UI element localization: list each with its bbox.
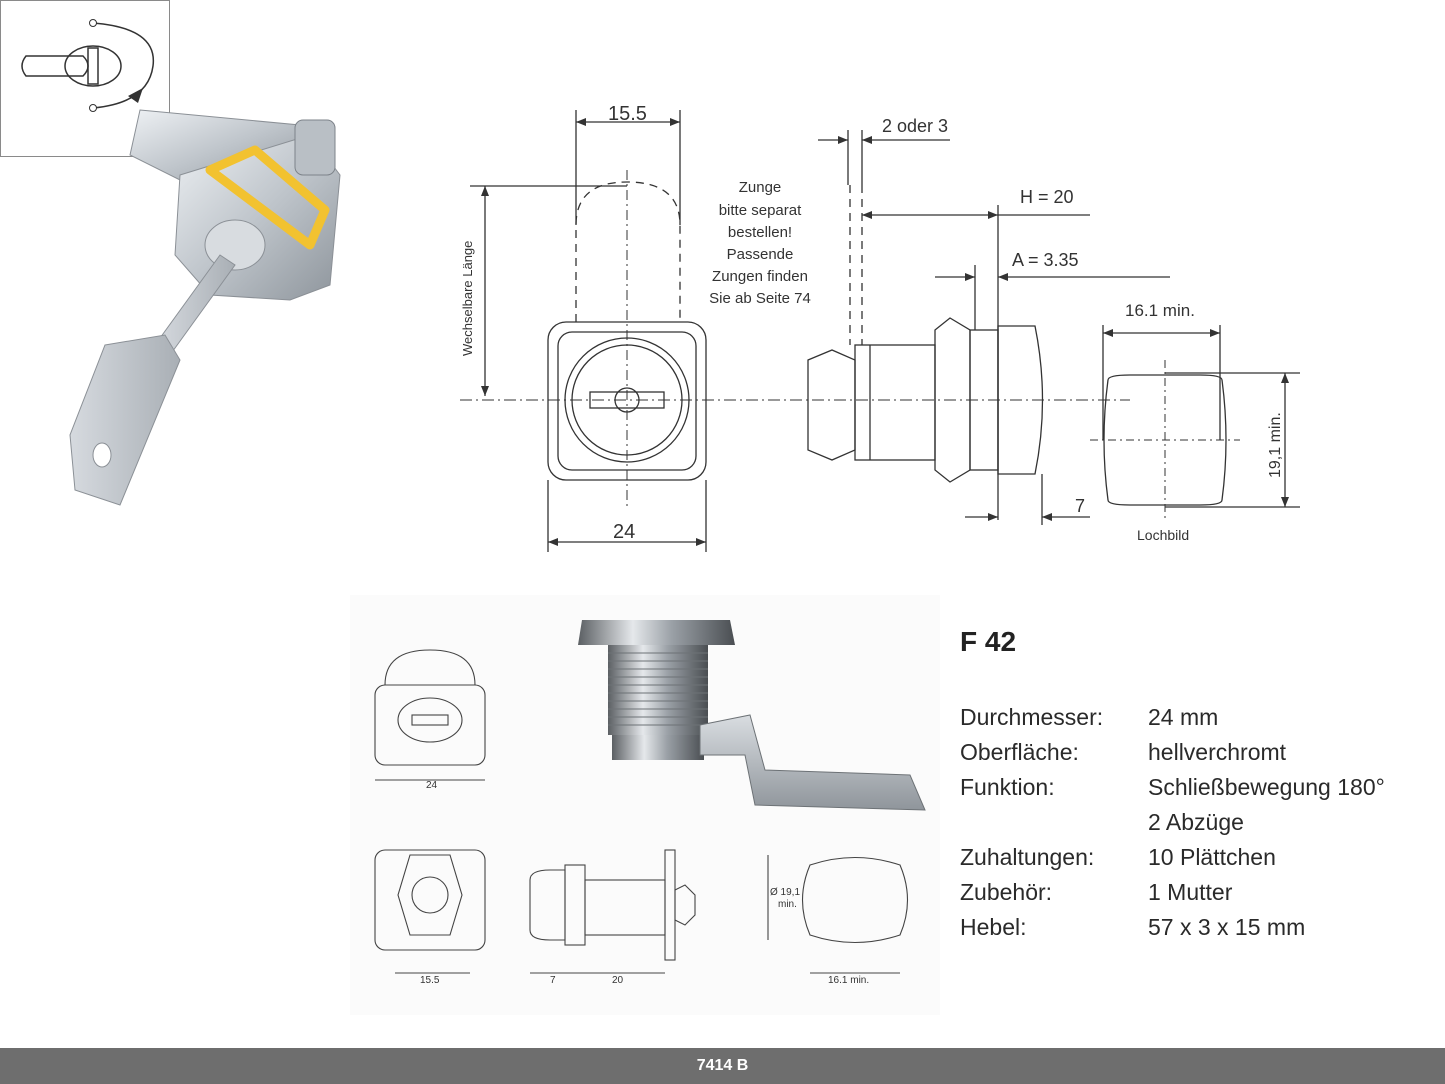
spec-label-tumblers: Zuhaltungen: [960, 844, 1095, 870]
side-label: Wechselbare Länge [460, 241, 475, 356]
note-line-1: Zunge [739, 179, 782, 196]
small-bottom-dim-left: 15.5 [420, 975, 440, 986]
spec-value-lever: 57 x 3 x 15 mm [1148, 914, 1306, 940]
spec-label-surface: Oberfläche: [960, 739, 1079, 765]
product-panel: 24 15.5 7 20 Ø 19,1 min. 16.1 min. [350, 595, 940, 1015]
badge-code: 7414 B [0, 1048, 1445, 1084]
hole-height-dim: 19,1 min. [1267, 412, 1284, 478]
spec-value-function-extra: 2 Abzüge [1148, 809, 1244, 835]
note-line-5: Zungen finden [712, 268, 808, 285]
lock-illustration [69, 109, 341, 506]
small-hole-diameter: Ø 19,1 [770, 887, 800, 898]
technical-drawing: 15.5 24 2 oder 3 H = 20 A = 3.35 7 16.1 … [460, 103, 1300, 552]
small-front-dim: 24 [426, 780, 438, 791]
dim-bottom-width: 24 [613, 521, 635, 543]
dim-h: H = 20 [1020, 187, 1074, 207]
spec-value-function: Schließbewegung 180° [1148, 774, 1385, 800]
spec-value-tumblers: 10 Plättchen [1148, 844, 1276, 870]
hole-width-dim: 16.1 min. [1125, 301, 1195, 320]
note-line-6: Sie ab Seite 74 [709, 290, 811, 307]
small-bottom-dim-a: 7 [550, 975, 556, 986]
spec-label-diameter: Durchmesser: [960, 704, 1104, 730]
product-title: F 42 [960, 626, 1017, 657]
note-line-2: bitte separat [719, 202, 802, 219]
small-bottom-dim-b: 20 [612, 975, 624, 986]
dim-top-width: 15.5 [608, 103, 647, 125]
spec-label-accessories: Zubehör: [960, 879, 1053, 905]
note-line-3: bestellen! [728, 224, 792, 241]
small-hole-min: min. [778, 899, 797, 910]
dim-a: A = 3.35 [1012, 250, 1079, 270]
rotation-180-icon [21, 19, 155, 112]
spec-value-diameter: 24 mm [1148, 704, 1219, 730]
hole-caption: Lochbild [1137, 527, 1189, 543]
spec-label-lever: Hebel: [960, 914, 1027, 940]
spec-value-accessories: 1 Mutter [1148, 879, 1233, 905]
spec-value-surface: hellverchromt [1148, 739, 1287, 765]
note-line-4: Passende [727, 246, 794, 263]
small-hole-width: 16.1 min. [828, 975, 869, 986]
spec-label-function: Funktion: [960, 774, 1055, 800]
dim-thickness: 2 oder 3 [882, 116, 948, 136]
dim-seven: 7 [1075, 496, 1085, 516]
